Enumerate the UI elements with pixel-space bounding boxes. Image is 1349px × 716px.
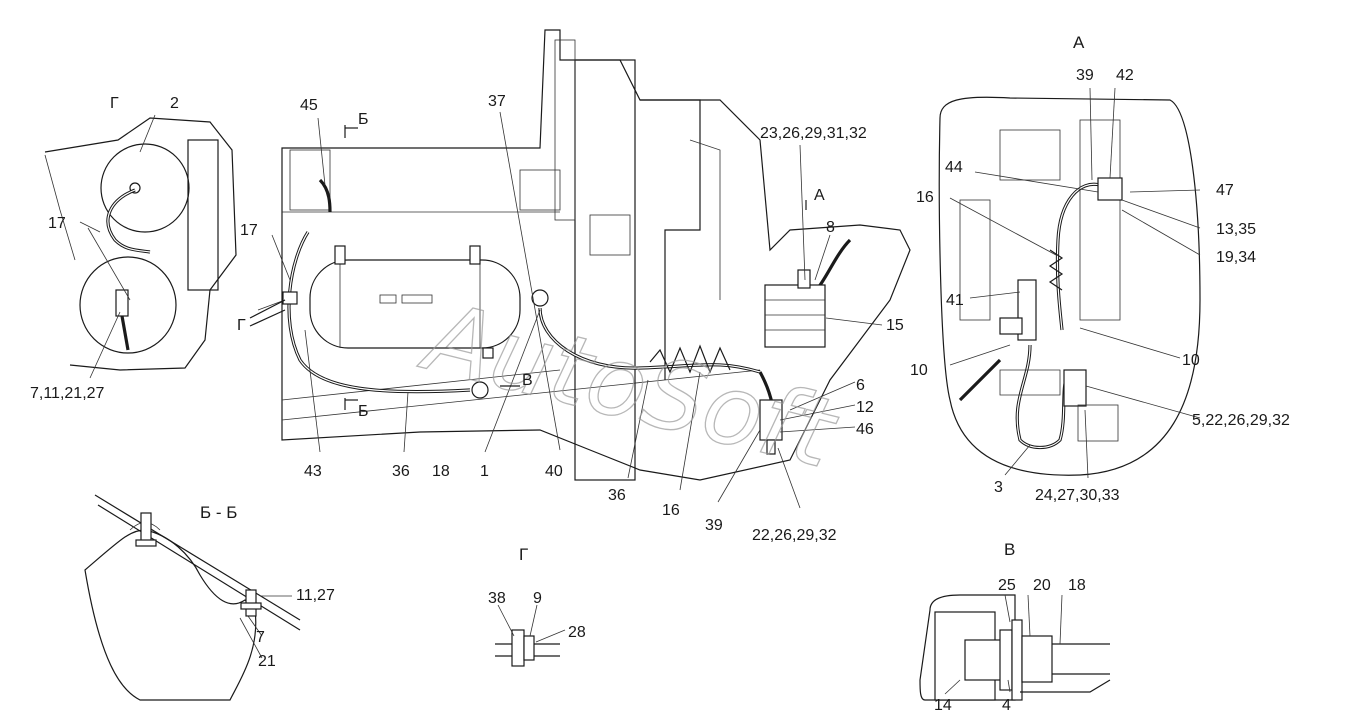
callout-label: 37 xyxy=(488,93,506,110)
callout-label: 18 xyxy=(1068,577,1086,594)
callout-label: 43 xyxy=(304,463,322,480)
view-title-bb: Б - Б xyxy=(200,503,237,522)
callout-label: 5,22,26,29,32 xyxy=(1192,412,1290,429)
callout-label: 20 xyxy=(1033,577,1051,594)
callout-label: 1 xyxy=(480,463,489,480)
callout-label: 40 xyxy=(545,463,563,480)
view-g xyxy=(495,604,566,667)
view-title-g: Г xyxy=(519,545,528,564)
callout-label: 39 xyxy=(1076,67,1094,84)
left-detail-view xyxy=(44,114,237,379)
callout-label: Г xyxy=(110,95,119,112)
callout-label: 17 xyxy=(48,215,66,232)
callout-label: 38 xyxy=(488,590,506,607)
callout-label: 22,26,29,32 xyxy=(752,527,837,544)
callout-label: 24,27,30,33 xyxy=(1035,487,1120,504)
callout-label: 21 xyxy=(258,653,276,670)
section-mark-b-top: Б xyxy=(358,111,369,128)
callout-label: 7,11,21,27 xyxy=(30,385,105,402)
callout-label: 23,26,29,31,32 xyxy=(760,125,867,142)
view-v xyxy=(919,594,1111,701)
callout-label: 14 xyxy=(934,697,952,714)
callout-label: 10 xyxy=(910,362,928,379)
callout-label: 46 xyxy=(856,421,874,438)
callout-label: 36 xyxy=(608,487,626,504)
section-mark-a: А xyxy=(814,187,825,204)
callout-label: 10 xyxy=(1182,352,1200,369)
callout-label: 11,27 xyxy=(296,587,335,604)
callout-label: 42 xyxy=(1116,67,1134,84)
callout-label: 45 xyxy=(300,97,318,114)
section-mark-g: Г xyxy=(237,317,246,334)
callout-label: 25 xyxy=(998,577,1016,594)
callout-label: 39 xyxy=(705,517,723,534)
callout-label: 44 xyxy=(945,159,963,176)
callout-label: 16 xyxy=(916,189,934,206)
section-bb-view xyxy=(84,494,301,701)
callout-label: 36 xyxy=(392,463,410,480)
callout-label: 41 xyxy=(946,292,964,309)
callout-label: 17 xyxy=(240,222,258,239)
main-assembly-view xyxy=(249,29,911,509)
callout-label: 2 xyxy=(170,95,179,112)
callout-label: 19,34 xyxy=(1216,249,1256,266)
callout-label: 12 xyxy=(856,399,874,416)
callout-label: 3 xyxy=(994,479,1003,496)
callout-label: 16 xyxy=(662,502,680,519)
section-mark-b-bottom: Б xyxy=(358,403,369,420)
callout-label: 7 xyxy=(256,629,265,646)
callout-label: 13,35 xyxy=(1216,221,1256,238)
view-title-v: В xyxy=(1004,540,1015,559)
callout-label: 18 xyxy=(432,463,450,480)
callout-label: 47 xyxy=(1216,182,1234,199)
callout-label: 15 xyxy=(886,317,904,334)
callout-label: 6 xyxy=(856,377,865,394)
view-title-a: А xyxy=(1073,33,1085,52)
callout-label: 28 xyxy=(568,624,586,641)
view-a xyxy=(938,87,1201,479)
callout-label: 4 xyxy=(1002,697,1011,714)
callout-label: 8 xyxy=(826,219,835,236)
section-mark-v: В xyxy=(522,372,533,389)
callout-label: 9 xyxy=(533,590,542,607)
